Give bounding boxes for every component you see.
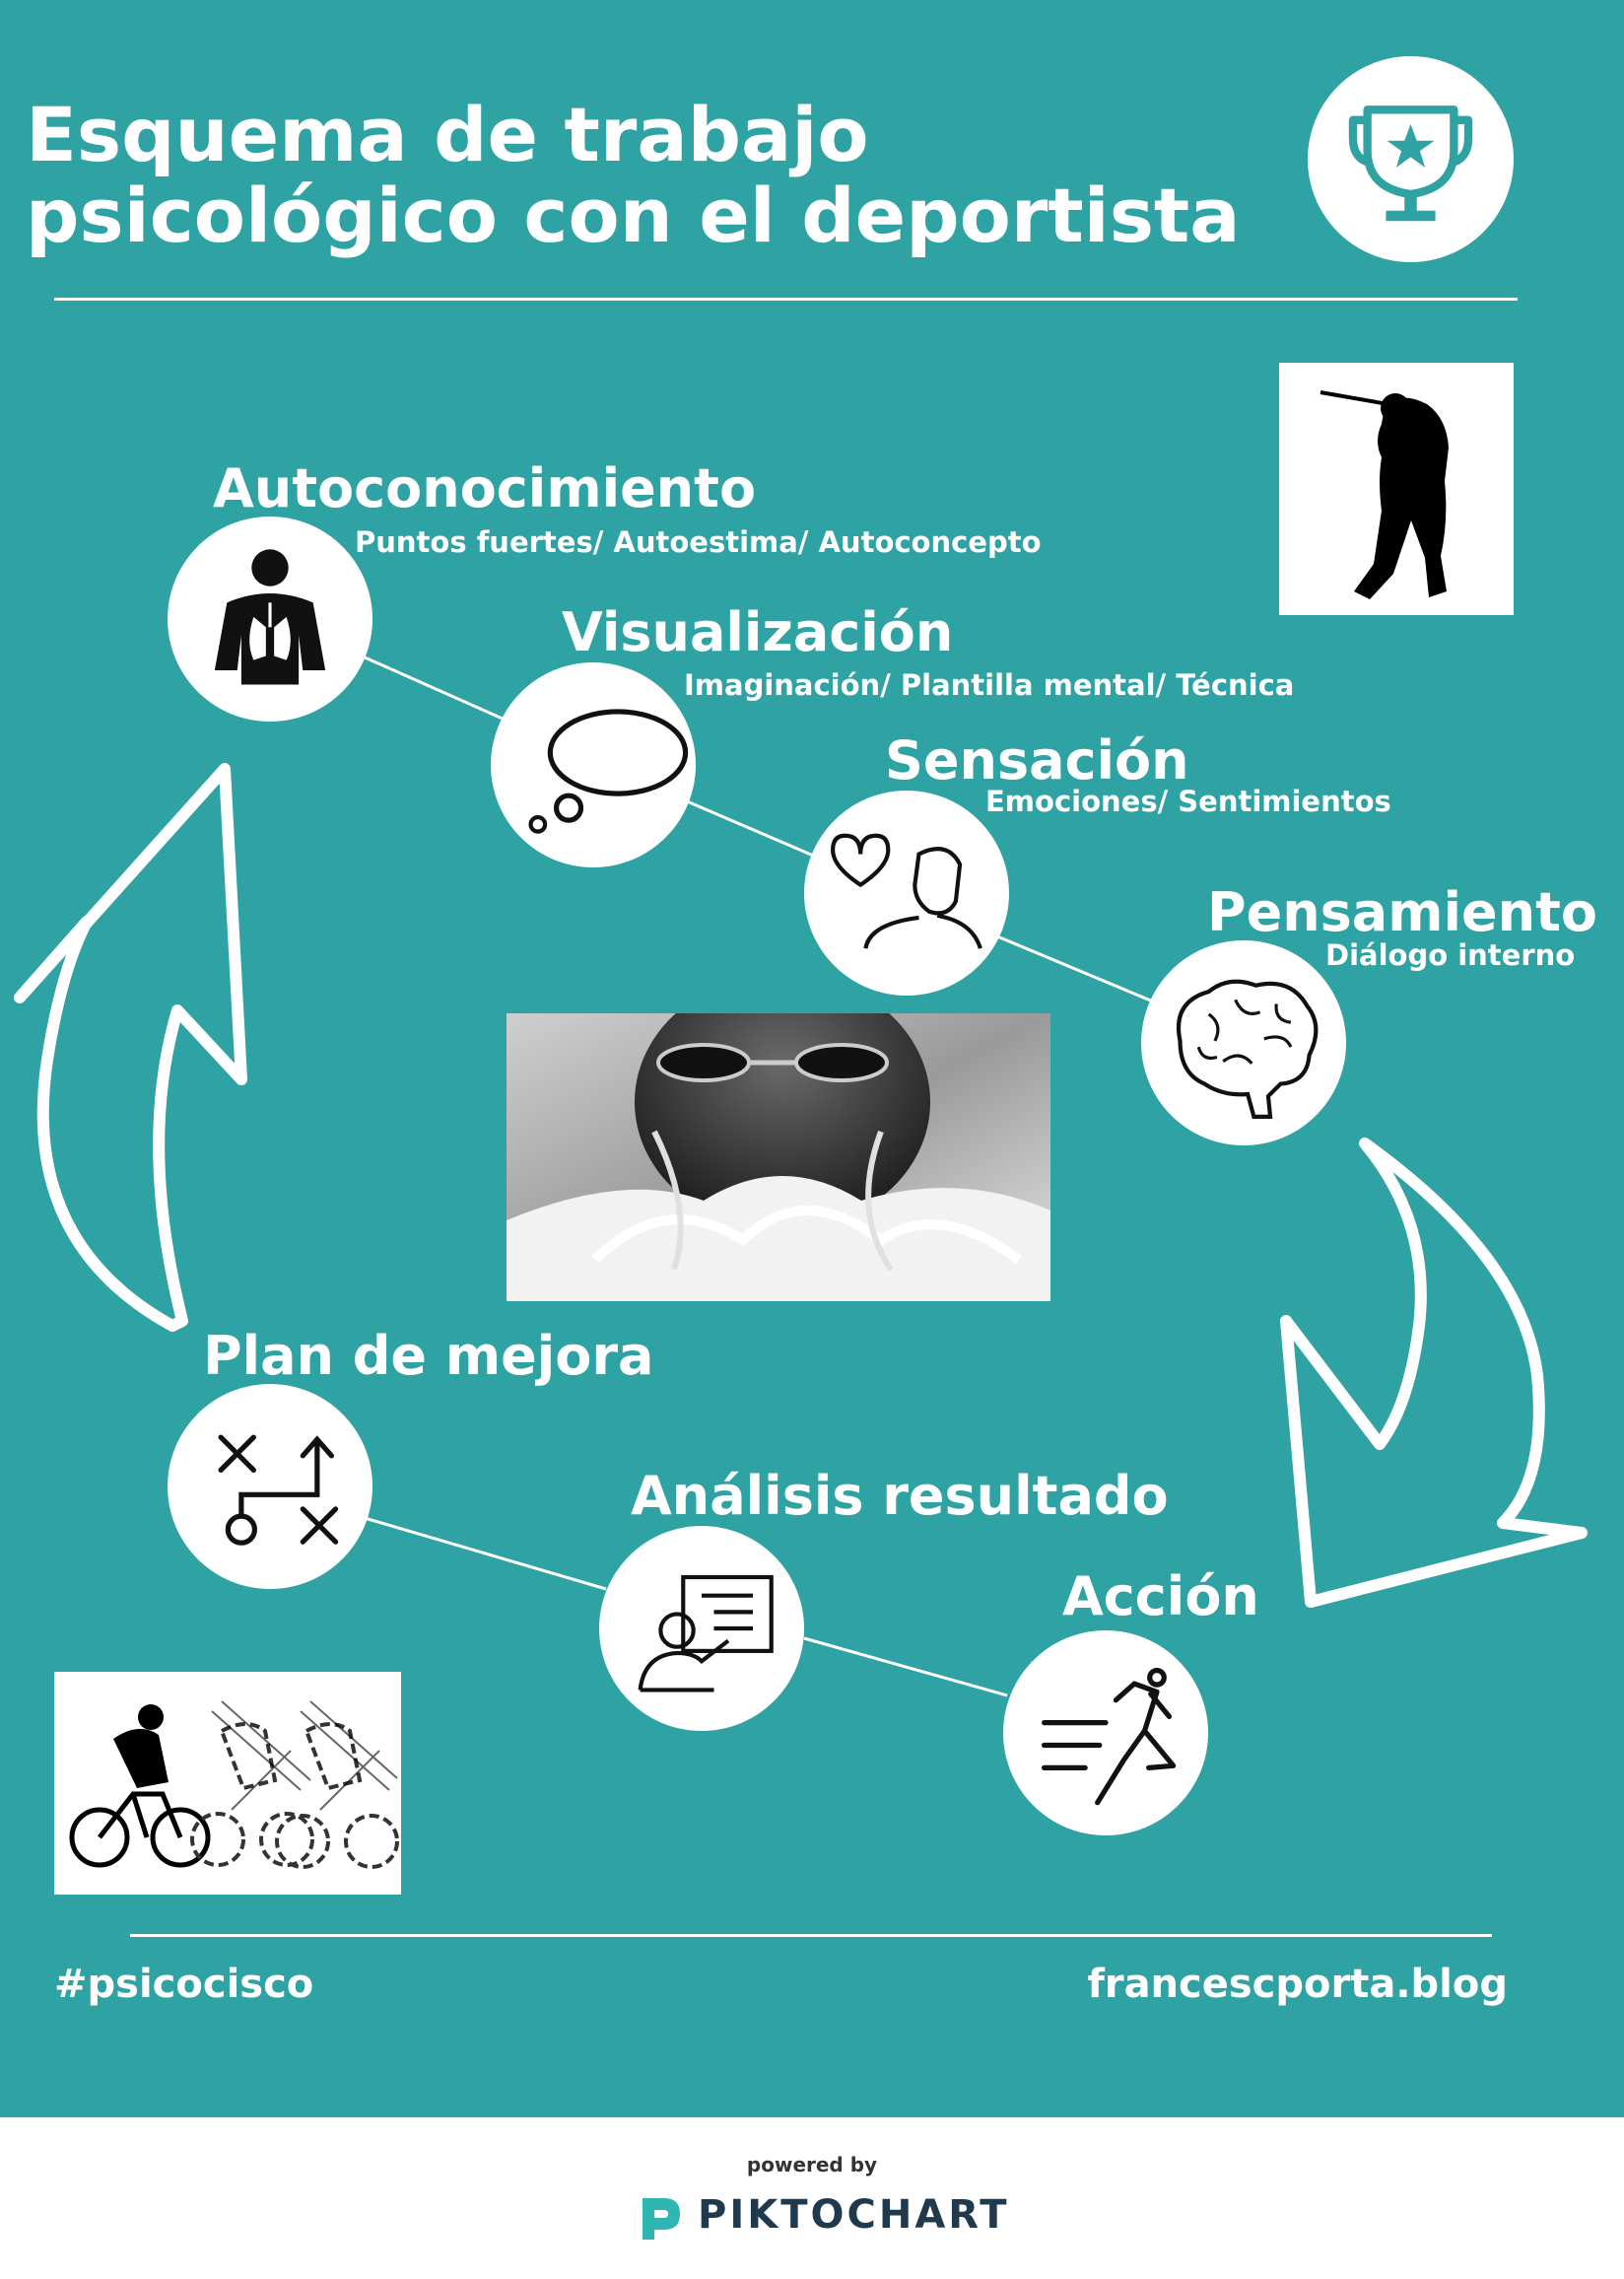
step-subtitle-sensacion: Emociones/ Sentimientos [985,785,1391,818]
footer-divider [130,1934,1492,1937]
running-person-icon [1003,1630,1208,1835]
step-title-analisis-resultado: Análisis resultado [631,1465,1169,1527]
step-title-sensacion: Sensación [885,729,1189,792]
step-title-visualizacion: Visualización [562,601,954,663]
website-link[interactable]: francescporta.blog [1087,1962,1508,2007]
flow-connectors [14,655,1588,1697]
title-line-2: psicológico con el deportista [26,172,1241,259]
hashtag: #psicocisco [54,1962,314,2007]
heart-person-icon [804,791,1009,996]
step-title-pensamiento: Pensamiento [1207,881,1597,943]
golfer-silhouette [1279,363,1514,615]
cyclists-illustration [54,1672,401,1895]
powered-by-label: powered by [746,2153,878,2176]
step-subtitle-visualizacion: Imaginación/ Plantilla mental/ Técnica [684,668,1295,702]
step-title-autoconocimiento: Autoconocimiento [213,457,757,519]
body-lungs-icon [168,517,372,722]
trophy-star-icon [1308,56,1514,262]
title-line-1: Esquema de trabajo [26,91,869,178]
piktochart-logo-icon [643,2198,680,2240]
presentation-board-icon [599,1526,804,1731]
step-title-plan-de-mejora: Plan de mejora [203,1325,654,1387]
strategy-play-icon [168,1384,372,1589]
brain-icon [1141,940,1346,1145]
step-title-accion: Acción [1062,1565,1259,1627]
thought-bubble-icon [491,662,696,867]
step-subtitle-pensamiento: Diálogo interno [1325,938,1576,972]
header-divider [54,298,1518,301]
flow-arrow-right [1280,1138,1588,1608]
poster-panel: Esquema de trabajo psicológico con el de… [0,0,1624,2117]
return-arrow-left [14,763,247,1332]
swimmer-photo [507,1013,1050,1301]
piktochart-logo[interactable]: PIKTOCHART [631,2190,1007,2245]
piktochart-wordmark: PIKTOCHART [698,2192,1010,2238]
step-subtitle-autoconocimiento: Puntos fuertes/ Autoestima/ Autoconcepto [355,525,1042,559]
